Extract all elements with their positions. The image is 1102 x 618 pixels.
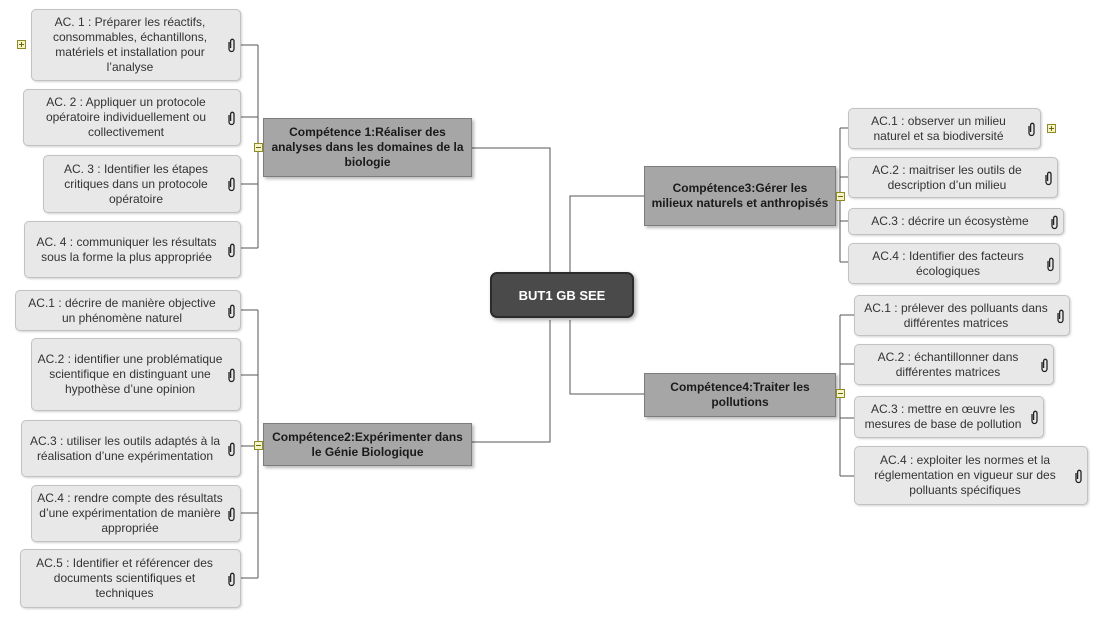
item-text: AC. 3 : Identifier les étapes critiques …: [63, 161, 209, 206]
attachment-icon[interactable]: [1044, 170, 1053, 186]
root-label: BUT1 GB SEE: [518, 287, 606, 303]
branch-competence-3[interactable]: Compétence3:Gérer les milieux naturels e…: [644, 166, 836, 226]
list-item[interactable]: AC. 3 : Identifier les étapes critiques …: [43, 155, 241, 213]
branch-label: Compétence 1:Réaliser des analyses dans …: [271, 125, 464, 169]
item-text: AC. 4 : communiquer les résultats sous l…: [36, 234, 217, 264]
list-item[interactable]: AC.2 : maitriser les outils de descripti…: [848, 157, 1058, 198]
item-text: AC.4 : Identifier des facteurs écologiqu…: [872, 248, 1024, 278]
list-item[interactable]: AC. 2 : Appliquer un protocole opératoir…: [23, 89, 241, 146]
attachment-icon[interactable]: [1074, 468, 1083, 484]
list-item[interactable]: AC.1 : prélever des polluants dans diffé…: [854, 295, 1070, 336]
collapse-toggle-icon[interactable]: [254, 143, 263, 152]
item-text: AC.1 : décrire de manière objective un p…: [28, 295, 216, 325]
list-item[interactable]: AC.2 : échantillonner dans différentes m…: [854, 344, 1054, 385]
collapse-toggle-icon[interactable]: [836, 192, 845, 201]
collapse-toggle-icon[interactable]: [254, 441, 263, 450]
list-item[interactable]: AC.5 : Identifier et référencer des docu…: [20, 549, 241, 608]
item-text: AC.2 : identifier une problématique scie…: [37, 352, 223, 396]
list-item[interactable]: AC.1 : observer un milieu naturel et sa …: [848, 108, 1041, 149]
attachment-icon[interactable]: [1046, 256, 1055, 272]
item-text: AC.3 : mettre en œuvre les mesures de ba…: [864, 402, 1022, 431]
list-item[interactable]: AC.3 : décrire un écosystème: [848, 208, 1064, 235]
branch-label: Compétence4:Traiter les pollutions: [670, 380, 810, 409]
attachment-icon[interactable]: [1027, 121, 1036, 137]
branch-label: Compétence2:Expérimenter dans le Génie B…: [272, 429, 463, 459]
list-item[interactable]: AC.4 : Identifier des facteurs écologiqu…: [848, 243, 1060, 284]
attachment-icon[interactable]: [227, 303, 236, 319]
list-item[interactable]: AC.3 : utiliser les outils adaptés à la …: [21, 420, 241, 477]
item-text: AC.5 : Identifier et référencer des docu…: [36, 556, 213, 600]
attachment-icon[interactable]: [1056, 308, 1065, 324]
item-text: AC.4 : rendre compte des résultats d’une…: [37, 491, 223, 535]
branch-competence-1[interactable]: Compétence 1:Réaliser des analyses dans …: [263, 118, 472, 177]
item-text: AC. 2 : Appliquer un protocole opératoir…: [45, 95, 207, 139]
branch-label: Compétence3:Gérer les milieux naturels e…: [651, 181, 829, 210]
list-item[interactable]: AC.3 : mettre en œuvre les mesures de ba…: [854, 396, 1044, 438]
list-item[interactable]: AC.1 : décrire de manière objective un p…: [15, 290, 241, 331]
item-text: AC.2 : maitriser les outils de descripti…: [872, 162, 1022, 192]
expand-toggle-icon[interactable]: [1047, 124, 1056, 133]
expand-toggle-icon[interactable]: [17, 40, 26, 49]
list-item[interactable]: AC. 1 : Préparer les réactifs, consommab…: [31, 9, 241, 81]
collapse-toggle-icon[interactable]: [836, 389, 845, 398]
list-item[interactable]: AC. 4 : communiquer les résultats sous l…: [24, 221, 241, 278]
item-text: AC.2 : échantillonner dans différentes m…: [877, 349, 1019, 379]
attachment-icon[interactable]: [227, 571, 236, 587]
list-item[interactable]: AC.2 : identifier une problématique scie…: [31, 338, 241, 411]
item-text: AC. 1 : Préparer les réactifs, consommab…: [52, 15, 208, 74]
list-item[interactable]: AC.4 : exploiter les normes et la réglem…: [854, 446, 1088, 505]
attachment-icon[interactable]: [227, 242, 236, 258]
attachment-icon[interactable]: [1030, 409, 1039, 425]
attachment-icon[interactable]: [227, 176, 236, 192]
list-item[interactable]: AC.4 : rendre compte des résultats d’une…: [31, 485, 241, 542]
item-text: AC.4 : exploiter les normes et la réglem…: [874, 453, 1056, 497]
attachment-icon[interactable]: [227, 110, 236, 126]
attachment-icon[interactable]: [227, 37, 236, 53]
attachment-icon[interactable]: [227, 441, 236, 457]
attachment-icon[interactable]: [227, 367, 236, 383]
root-node[interactable]: BUT1 GB SEE: [490, 272, 634, 318]
item-text: AC.1 : prélever des polluants dans diffé…: [864, 300, 1048, 330]
item-text: AC.3 : utiliser les outils adaptés à la …: [29, 433, 221, 463]
branch-competence-4[interactable]: Compétence4:Traiter les pollutions: [644, 373, 836, 417]
attachment-icon[interactable]: [1040, 357, 1049, 373]
attachment-icon[interactable]: [227, 506, 236, 522]
item-text: AC.1 : observer un milieu naturel et sa …: [871, 113, 1006, 143]
branch-competence-2[interactable]: Compétence2:Expérimenter dans le Génie B…: [263, 423, 472, 466]
item-text: AC.3 : décrire un écosystème: [871, 214, 1029, 228]
attachment-icon[interactable]: [1050, 214, 1059, 230]
